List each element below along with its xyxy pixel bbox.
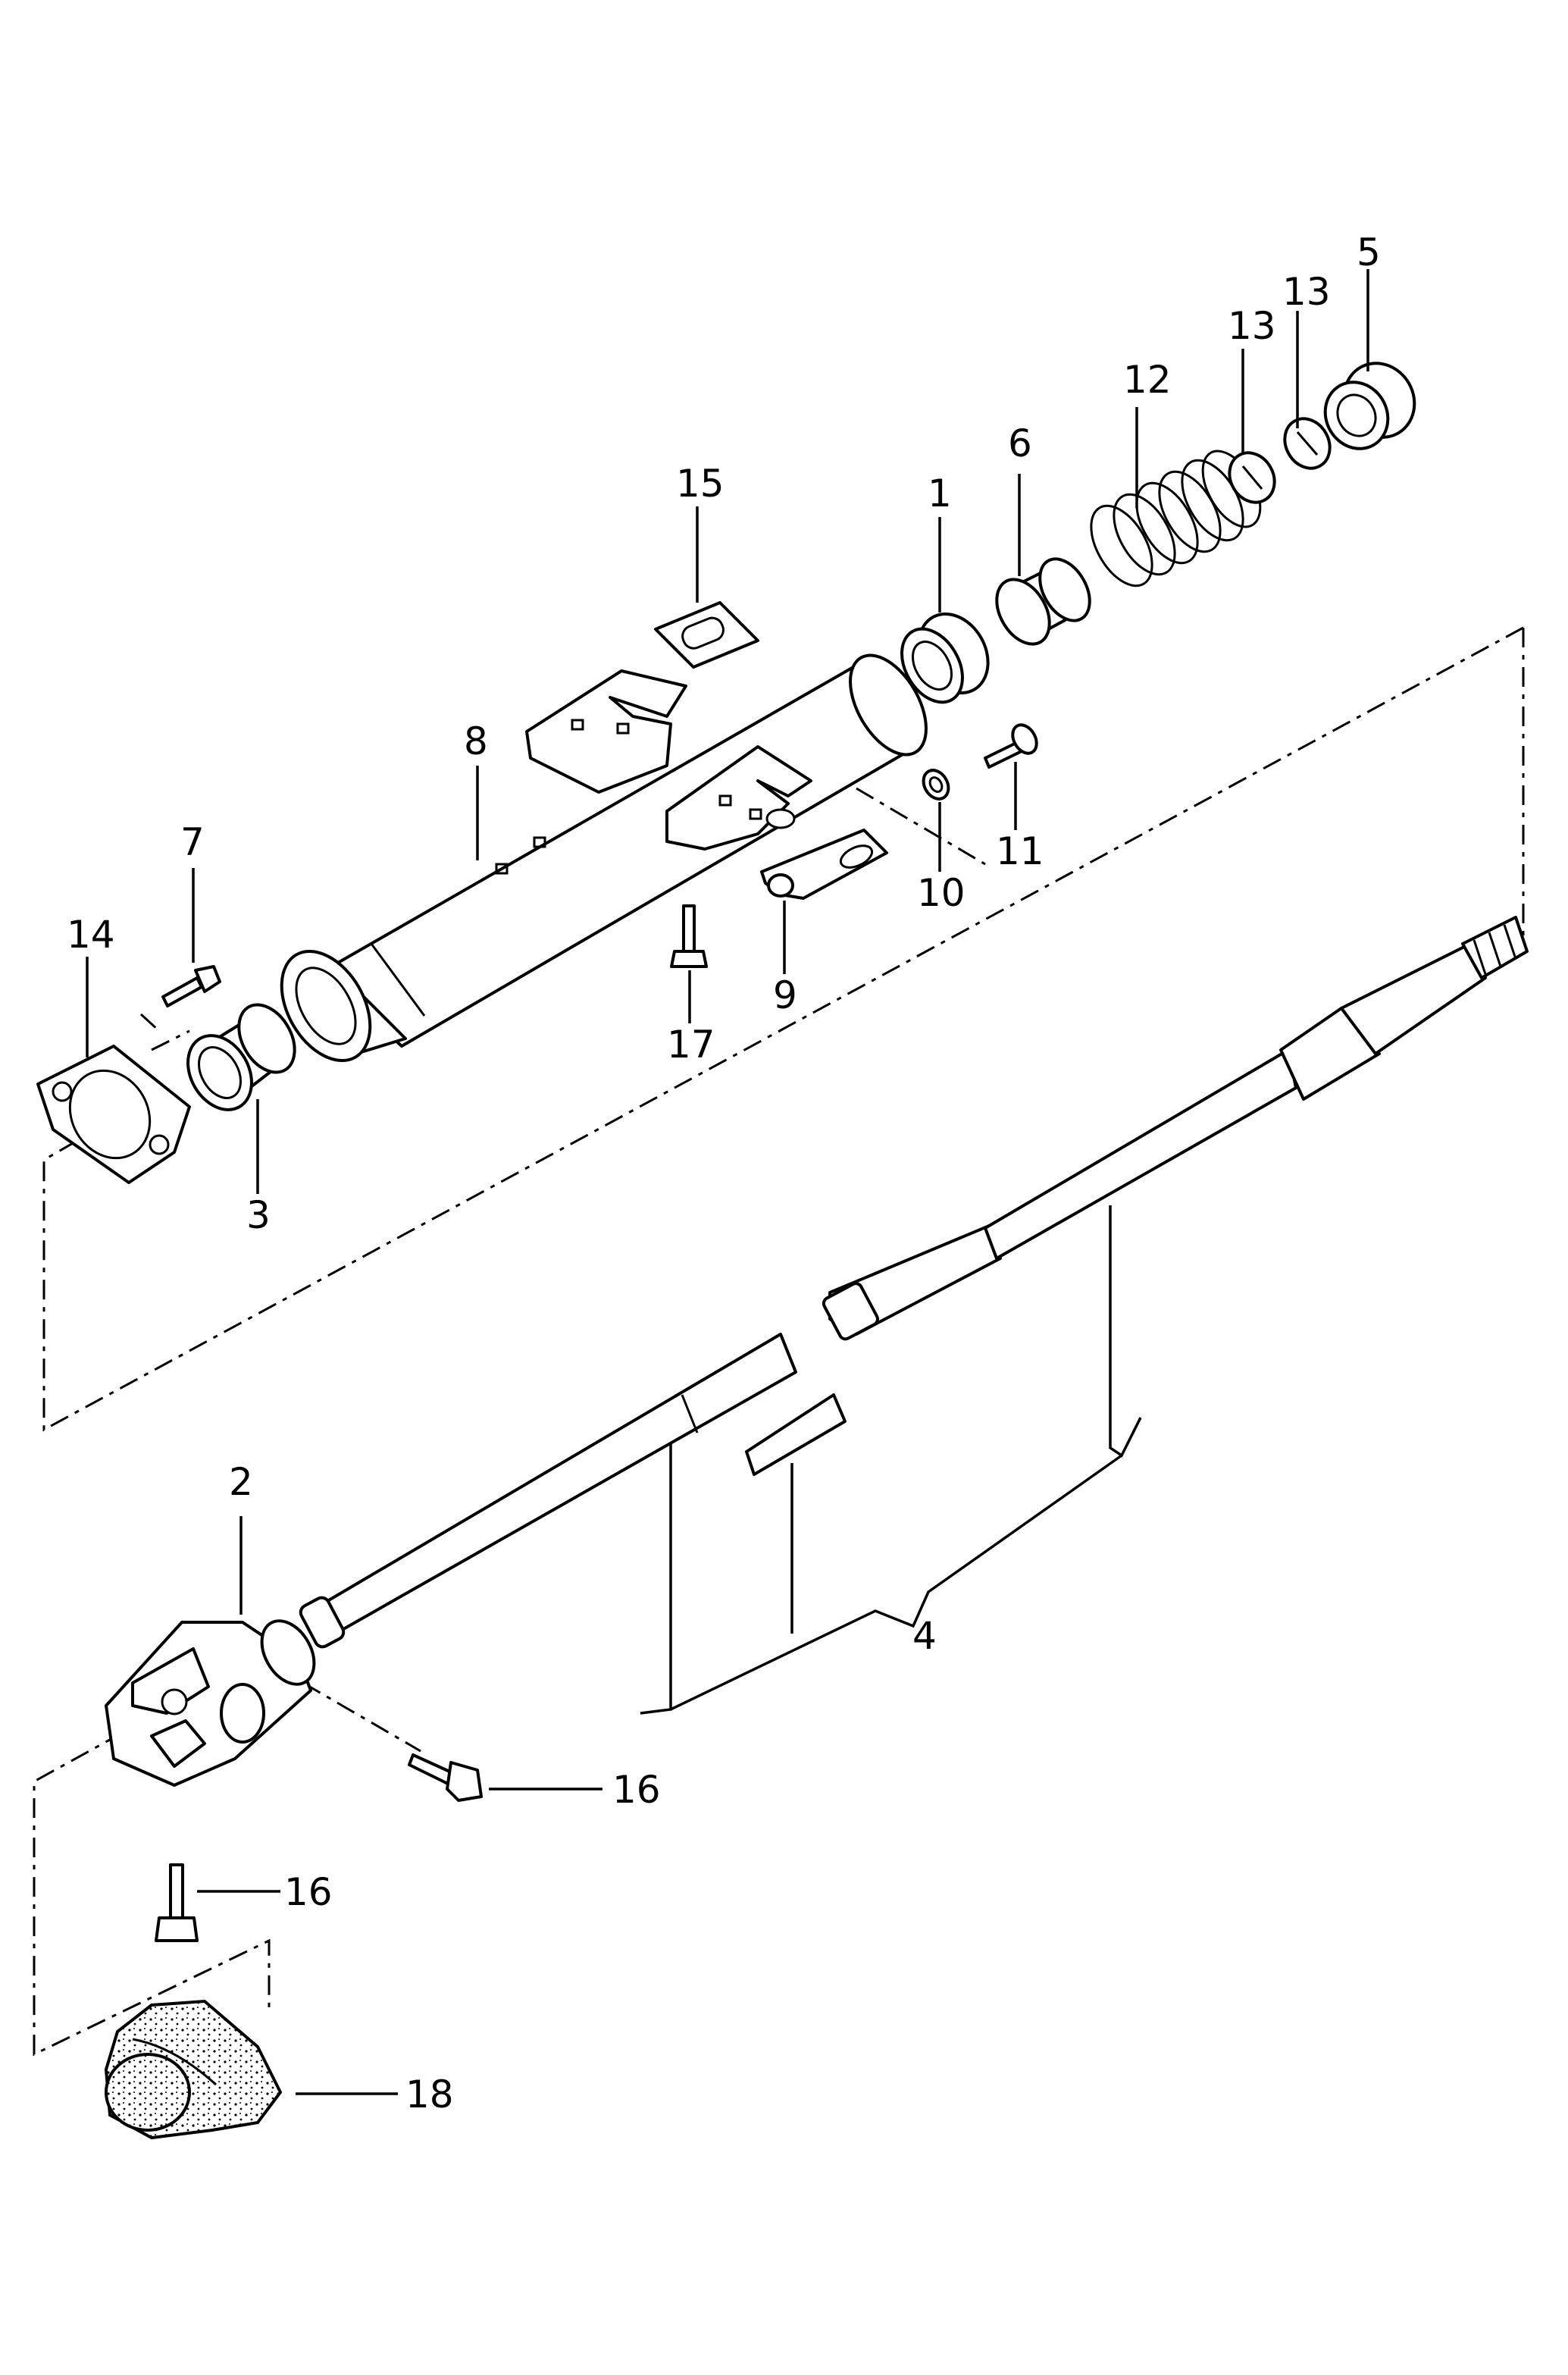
screw bbox=[161, 965, 221, 1007]
upper-bush bbox=[1323, 362, 1416, 450]
shaft-insert bbox=[745, 1393, 847, 1476]
callout-8: 8 bbox=[464, 719, 488, 763]
callout-16b: 16 bbox=[284, 1870, 333, 1914]
callout-12: 12 bbox=[1123, 358, 1172, 402]
clamp-bracket bbox=[760, 829, 888, 900]
column-tube bbox=[280, 653, 928, 1063]
callout-18: 18 bbox=[405, 2073, 454, 2117]
callout-11: 11 bbox=[996, 829, 1044, 873]
universal-joint bbox=[105, 1619, 316, 1787]
sleeve bbox=[995, 557, 1091, 646]
flange-plate bbox=[36, 1045, 191, 1184]
circlip bbox=[1283, 417, 1332, 470]
rubber-boot bbox=[104, 1999, 283, 2140]
washer bbox=[922, 769, 950, 801]
callout-10: 10 bbox=[917, 871, 966, 915]
callout-1: 1 bbox=[928, 472, 952, 515]
leader-lines bbox=[86, 269, 1369, 2095]
screw bbox=[984, 723, 1038, 769]
callout-2: 2 bbox=[229, 1460, 253, 1504]
callout-labels: 1 6 12 13 13 5 15 8 7 14 3 17 9 10 11 2 … bbox=[67, 230, 1381, 2117]
circlip bbox=[1228, 451, 1276, 504]
bolt bbox=[408, 1753, 483, 1802]
callout-3: 3 bbox=[246, 1193, 271, 1237]
callout-5: 5 bbox=[1357, 230, 1381, 274]
callout-9: 9 bbox=[773, 973, 797, 1017]
callout-16a: 16 bbox=[612, 1768, 661, 1812]
callout-14: 14 bbox=[67, 913, 115, 957]
screw bbox=[670, 904, 708, 968]
callout-4: 4 bbox=[912, 1614, 937, 1658]
callout-6: 6 bbox=[1008, 421, 1032, 465]
clip-plate bbox=[654, 601, 759, 669]
screw bbox=[155, 1863, 199, 1942]
bearing-ring bbox=[900, 612, 990, 704]
callout-15: 15 bbox=[676, 462, 725, 506]
callout-13a: 13 bbox=[1228, 304, 1276, 348]
callout-13b: 13 bbox=[1282, 270, 1331, 314]
lower-steering-shaft bbox=[299, 1333, 797, 1649]
callout-17: 17 bbox=[667, 1023, 715, 1067]
callout-7: 7 bbox=[180, 820, 205, 864]
upper-steering-shaft bbox=[822, 916, 1529, 1341]
lower-bush bbox=[186, 1003, 296, 1111]
